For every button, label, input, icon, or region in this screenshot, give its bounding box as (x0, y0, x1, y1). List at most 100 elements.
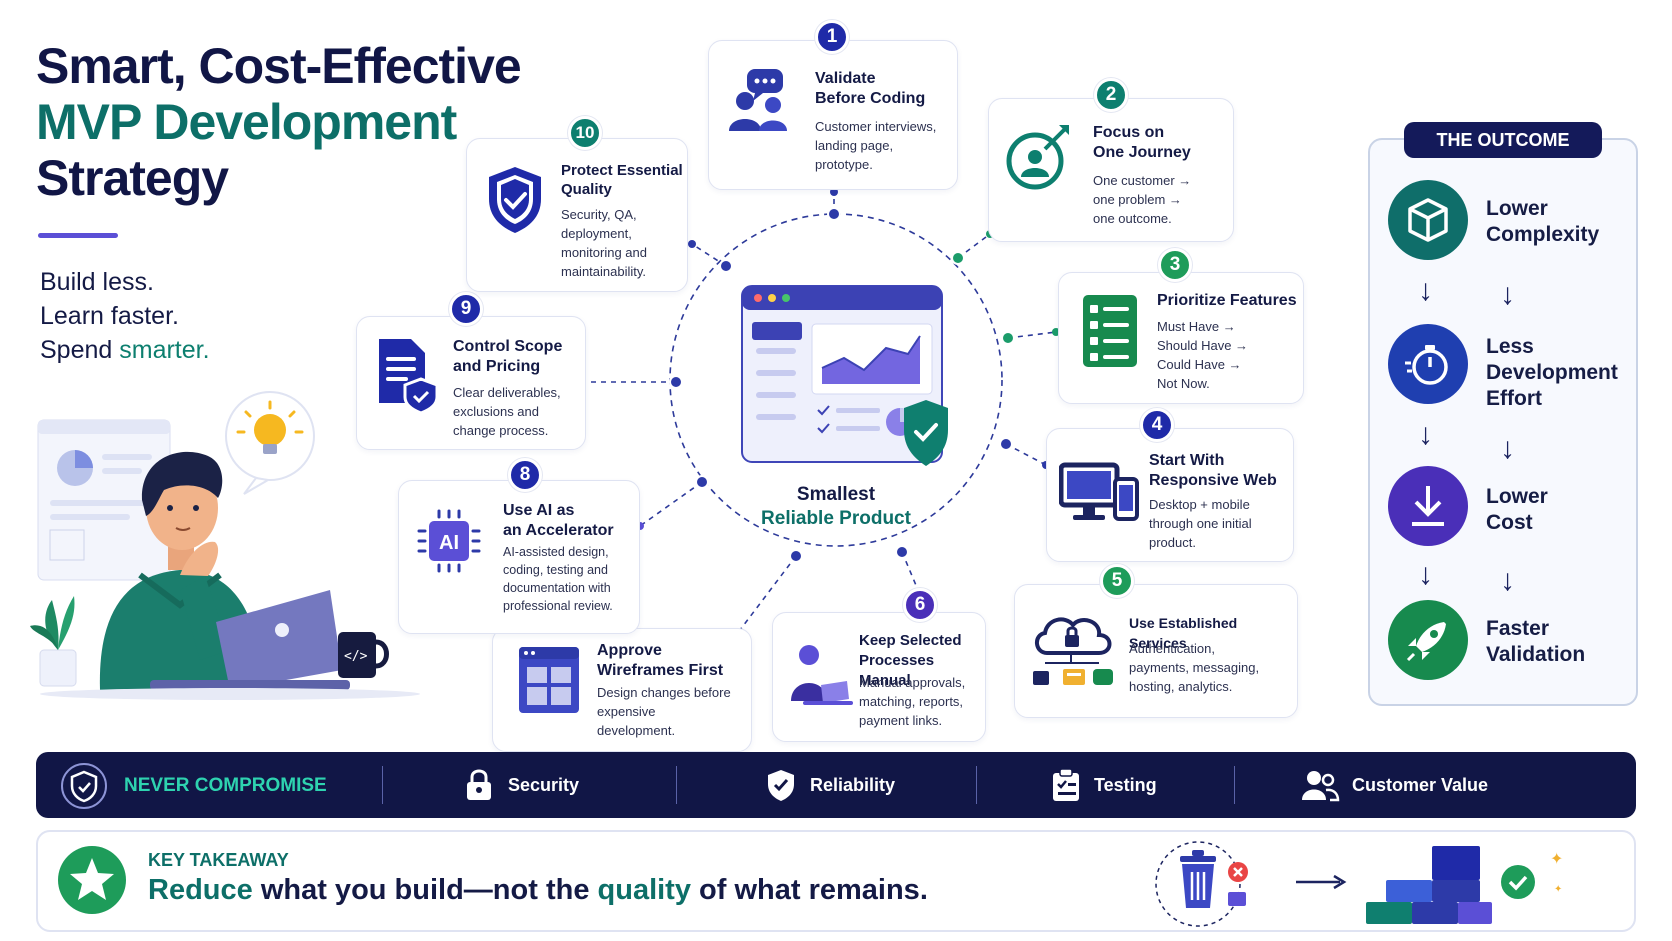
outcome-arrow-1b: ↓ (1500, 278, 1515, 311)
step-8-title: Use AI as an Accelerator (503, 502, 614, 539)
stopwatch-icon (1405, 345, 1448, 385)
step-1-title: Validate Before Coding (815, 70, 926, 107)
never-compromise-band (36, 752, 1636, 818)
step-9-desc: Clear deliverables, exclusions and chang… (453, 385, 561, 438)
band-security-label: Security (508, 774, 580, 795)
step-card-3: Prioritize Features Must Have → Should H… (1058, 272, 1304, 404)
step-8-badge: 8 (508, 458, 542, 492)
band-testing-label: Testing (1094, 774, 1157, 795)
key-takeaway-text: Reduce what you build—not the quality of… (148, 874, 928, 907)
band-item-customer-value: Customer Value (1300, 768, 1488, 802)
step-5-title: Use Established Services (1129, 615, 1238, 651)
step-card-1: Validate Before Coding Customer intervie… (708, 40, 958, 190)
step-7-desc: Design changes before expensive developm… (597, 685, 731, 738)
product-dashboard-icon (741, 285, 948, 466)
outcome-3-circle (1388, 466, 1468, 546)
svg-text:</>: </> (344, 649, 368, 664)
band-item-reliability: Reliability (764, 768, 895, 802)
step-2-desc: One customer → one problem → one outcome… (1093, 173, 1192, 226)
document-shield-icon (379, 339, 439, 413)
takeaway-end: of what remains. (690, 874, 928, 906)
outcome-4-label: Faster Validation (1486, 617, 1586, 666)
person-laptop-icon (791, 645, 853, 705)
chat-people-icon (729, 69, 787, 131)
outcome-1-circle (1388, 180, 1468, 260)
step-10-title: Protect Essential Quality (561, 162, 683, 198)
outcome-arrow-3b: ↓ (1500, 564, 1515, 597)
cloud-services-icon (1033, 617, 1113, 685)
step-4-desc: Desktop + mobile through one initial pro… (1149, 497, 1252, 550)
step-1-badge: 1 (815, 20, 849, 54)
tagline-1: Build less. (40, 268, 154, 296)
step-4-badge: 4 (1140, 408, 1174, 442)
band-item-security: Security (462, 768, 579, 802)
tagline-2: Learn faster. (40, 302, 179, 330)
step-5-badge: 5 (1100, 564, 1134, 598)
step-4-title: Start With Responsive Web (1149, 452, 1277, 489)
clipboard-check-icon (1053, 768, 1079, 801)
band-separator-4 (1234, 766, 1235, 804)
step-10-desc: Security, QA, deployment, monitoring and… (561, 207, 647, 279)
takeaway-middle: what you build—not the (252, 874, 598, 906)
svg-text:✦: ✦ (1554, 884, 1562, 895)
step-card-8: AI Use AI as an Accelerator AI-assisted … (398, 480, 640, 634)
band-separator-3 (976, 766, 977, 804)
step-8-desc: AI-assisted design, coding, testing and … (503, 545, 613, 613)
step-card-9: Control Scope and Pricing Clear delivera… (356, 316, 586, 450)
step-7-title: Approve Wireframes First (597, 642, 724, 679)
shield-badge-icon (61, 763, 107, 809)
outcome-2-circle (1388, 324, 1468, 404)
outcome-arrow-2b: ↓ (1500, 432, 1515, 465)
step-6-badge: 6 (903, 588, 937, 622)
band-reliability-label: Reliability (810, 774, 896, 795)
step-2-title: Focus on One Journey (1093, 124, 1191, 161)
download-arrow-icon (1412, 486, 1444, 526)
step-card-4: Start With Responsive Web Desktop + mobi… (1046, 428, 1294, 562)
step-3-desc: Must Have → Should Have → Could Have → N… (1157, 319, 1249, 391)
center-label-2: Reliable Product (761, 508, 911, 529)
star-badge-icon (58, 846, 126, 914)
step-5-desc: Authentication, payments, messaging, hos… (1129, 641, 1260, 694)
page-title-line3: Strategy (36, 150, 229, 206)
band-item-testing: Testing (1050, 768, 1157, 802)
outcome-3-label: Lower Cost (1486, 485, 1548, 534)
step-card-6: Keep Selected Processes Manual Manual ap… (772, 612, 986, 742)
step-9-badge: 9 (449, 292, 483, 326)
step-6-title: Keep Selected Processes Manual (859, 632, 962, 689)
takeaway-reduce: Reduce (148, 874, 253, 906)
svg-text:AI: AI (439, 532, 459, 554)
checklist-icon (1083, 295, 1137, 367)
band-separator-1 (382, 766, 383, 804)
never-compromise-title: NEVER COMPROMISE (124, 775, 327, 796)
key-takeaway-label: KEY TAKEAWAY (148, 850, 289, 870)
trash-to-blocks-illustration: ✦ ✦ (1155, 841, 1563, 927)
step-10-badge: 10 (568, 116, 602, 150)
target-person-icon (1006, 125, 1069, 190)
ai-chip-icon: AI (417, 509, 481, 573)
step-3-title: Prioritize Features (1157, 292, 1297, 309)
devices-icon (1059, 462, 1139, 521)
tagline-3: Spend smarter. (40, 336, 210, 365)
users-icon (1302, 771, 1340, 802)
step-card-7: Approve Wireframes First Design changes … (492, 628, 752, 752)
center-label-1: Smallest (796, 484, 876, 505)
outcome-4-circle (1388, 600, 1468, 680)
step-card-2: Focus on One Journey One customer → one … (988, 98, 1234, 242)
tagline-3-highlight: smarter. (119, 336, 210, 364)
outcome-arrow-1a: ↓ (1418, 274, 1433, 307)
takeaway-quality: quality (597, 874, 691, 906)
step-3-badge: 3 (1158, 248, 1192, 282)
tagline-3-prefix: Spend (40, 336, 120, 364)
outcome-arrow-2a: ↓ (1418, 418, 1433, 451)
title-underline (38, 233, 118, 238)
outcome-header: THE OUTCOME (1404, 122, 1602, 158)
step-1-desc: Customer interviews, landing page, proto… (815, 119, 937, 172)
person-laptop-illustration: </> (30, 391, 420, 700)
step-9-title: Control Scope and Pricing (453, 338, 563, 375)
svg-text:✦: ✦ (1550, 851, 1563, 868)
step-card-5: Use Established Services Authentication,… (1014, 584, 1298, 718)
page-title-line1: Smart, Cost-Effective (36, 38, 522, 94)
outcome-2-label: Less Development Effort (1486, 335, 1618, 410)
outcome-arrow-3a: ↓ (1418, 558, 1433, 591)
rocket-icon (1406, 622, 1446, 662)
